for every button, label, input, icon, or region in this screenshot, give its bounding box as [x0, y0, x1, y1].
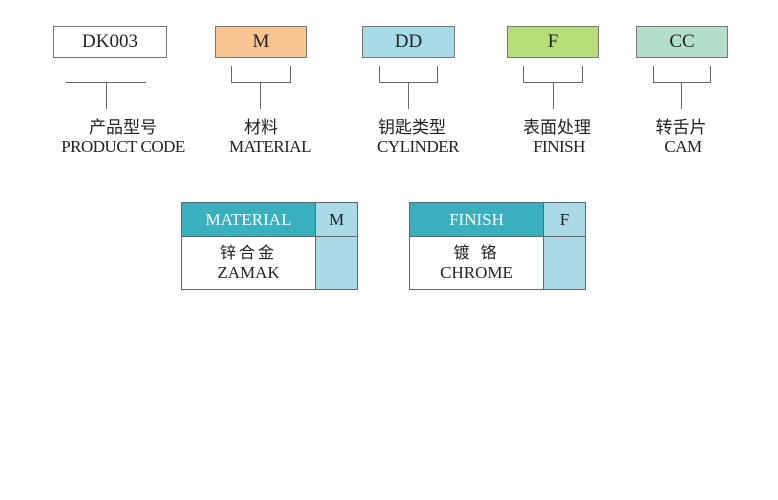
label-cn-cylinder: 钥匙类型: [378, 118, 446, 138]
label-en-cylinder: CYLINDER: [377, 137, 459, 156]
table-value: 镀 铬 CHROME: [410, 237, 543, 289]
label-cn-finish: 表面处理: [523, 118, 591, 138]
code-cell: M: [316, 203, 357, 237]
value-en: ZAMAK: [217, 263, 280, 282]
label-cn-cam: 转舌片: [655, 118, 707, 138]
value-en: CHROME: [440, 263, 513, 282]
material-table: MATERIAL 锌合金 ZAMAK M: [181, 202, 358, 290]
code-box-finish: F: [507, 26, 599, 58]
label-en-finish: FINISH: [533, 137, 585, 156]
label-en-cam: CAM: [664, 137, 702, 156]
code-box-product: DK003: [53, 26, 167, 58]
value-cn: 锌合金: [219, 243, 277, 262]
code-box-material: M: [215, 26, 307, 58]
code-column: F: [543, 203, 585, 289]
finish-table: FINISH 镀 铬 CHROME F: [409, 202, 586, 290]
code-box-cam: CC: [636, 26, 728, 58]
label-cn-material: 材料: [244, 118, 278, 138]
label-en-material: MATERIAL: [229, 137, 311, 156]
value-cn: 镀 铬: [453, 243, 500, 262]
code-column: M: [315, 203, 357, 289]
label-cn-product: 产品型号: [89, 118, 157, 138]
table-header: MATERIAL: [182, 203, 315, 237]
table-header: FINISH: [410, 203, 543, 237]
table-value: 锌合金 ZAMAK: [182, 237, 315, 289]
code-cell: F: [544, 203, 585, 237]
label-en-product: PRODUCT CODE: [61, 137, 185, 156]
code-box-cylinder: DD: [362, 26, 455, 58]
